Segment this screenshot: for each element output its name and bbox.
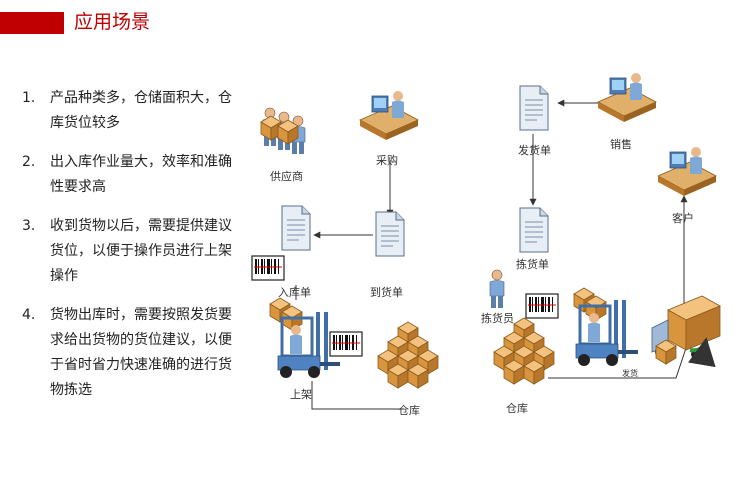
list-item-text: 货物出库时，需要按照发货要求给出货物的货位建议，以便于省时省力快速准确的进行货物… bbox=[50, 307, 232, 398]
arrival-order-document-icon bbox=[375, 211, 405, 257]
supplier-label: 供应商 bbox=[270, 169, 303, 183]
sales-label: 销售 bbox=[610, 137, 632, 151]
ship-edge-label: 发货 bbox=[622, 368, 638, 378]
barcode-icon bbox=[525, 293, 559, 319]
feature-list: 1. 产品种类多，仓储面积大，仓库货位较多 2. 出入库作业量大，效率和准确性要… bbox=[22, 86, 242, 417]
warehouse-right-label: 仓库 bbox=[506, 401, 528, 415]
list-item: 2. 出入库作业量大，效率和准确性要求高 bbox=[22, 150, 242, 200]
page-title: 应用场景 bbox=[74, 11, 151, 33]
shipping-order-document-icon bbox=[519, 85, 549, 131]
warehouse-left-label: 仓库 bbox=[398, 403, 420, 417]
picker-person-icon bbox=[489, 269, 505, 309]
forklift-icon bbox=[573, 287, 640, 368]
barcode-icon bbox=[251, 255, 285, 281]
shipping-order-label: 发货单 bbox=[518, 143, 551, 157]
box-stack-icon bbox=[377, 321, 439, 389]
picking-order-label: 拣货单 bbox=[516, 257, 549, 271]
list-item-text: 产品种类多，仓储面积大，仓库货位较多 bbox=[50, 90, 232, 131]
list-item-number: 1. bbox=[22, 90, 36, 106]
arrival-order-label: 到货单 bbox=[370, 285, 403, 299]
list-item-number: 4. bbox=[22, 307, 36, 323]
shelving-label: 上架 bbox=[290, 388, 312, 401]
list-item-number: 3. bbox=[22, 218, 36, 234]
list-item: 1. 产品种类多，仓储面积大，仓库货位较多 bbox=[22, 86, 242, 136]
picking-order-document-icon bbox=[519, 207, 549, 253]
list-item-text: 出入库作业量大，效率和准确性要求高 bbox=[50, 154, 232, 195]
barcode-icon bbox=[329, 331, 363, 357]
supplier-icon bbox=[260, 107, 306, 155]
list-item-text: 收到货物以后，需要提供建议货位，以便于操作员进行上架操作 bbox=[50, 218, 232, 284]
delivery-truck-icon bbox=[651, 295, 721, 368]
inbound-order-label: 入库单 bbox=[278, 286, 311, 299]
picker-label: 拣货员 bbox=[481, 311, 514, 325]
purchase-icon bbox=[359, 90, 419, 141]
customer-icon bbox=[657, 146, 717, 197]
purchase-label: 采购 bbox=[376, 153, 398, 167]
list-item-number: 2. bbox=[22, 154, 36, 170]
title-accent-bar bbox=[0, 12, 64, 34]
list-item: 4. 货物出库时，需要按照发货要求给出货物的货位建议，以便于省时省力快速准确的进… bbox=[22, 303, 242, 403]
inbound-order-document-icon bbox=[281, 205, 311, 251]
customer-label: 客户 bbox=[672, 211, 694, 225]
list-item: 3. 收到货物以后，需要提供建议货位，以便于操作员进行上架操作 bbox=[22, 214, 242, 289]
box-stack-icon bbox=[493, 317, 555, 385]
sales-icon bbox=[597, 72, 657, 123]
